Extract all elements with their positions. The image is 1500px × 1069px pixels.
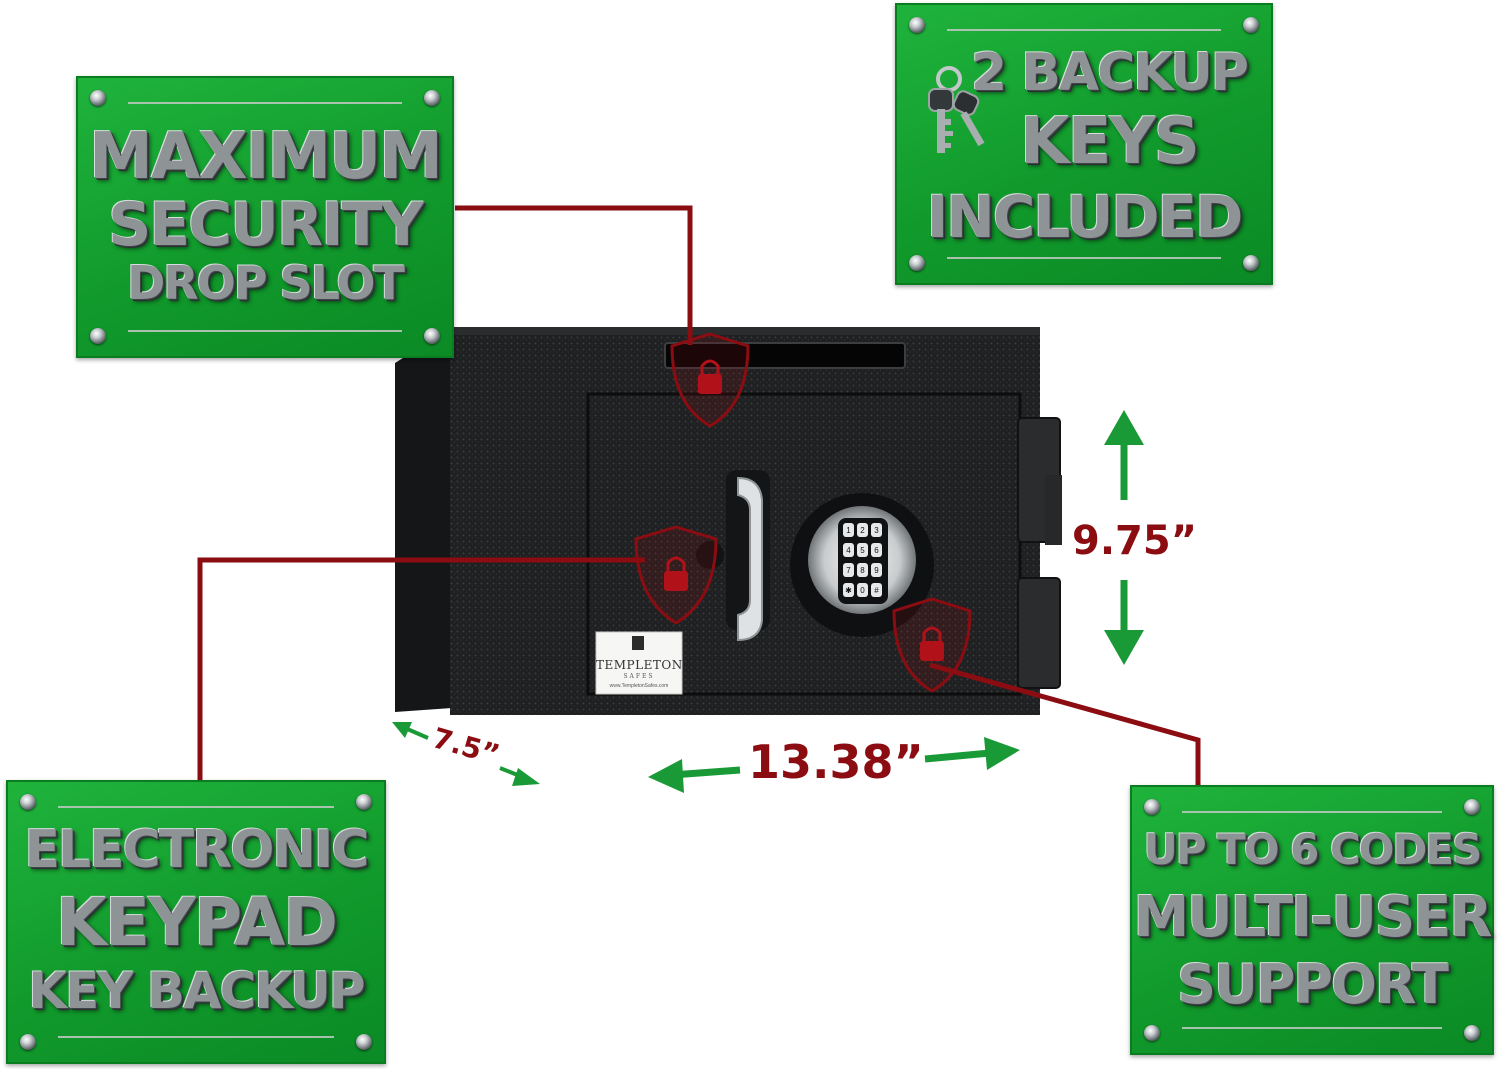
callout-line-keypad [197, 557, 645, 780]
keypad-key-label: 6 [874, 546, 879, 555]
plaque-title: MAXIMUM [89, 120, 443, 194]
shield-lock-icon [892, 597, 972, 693]
keypad-key[interactable] [857, 543, 868, 557]
keypad-key[interactable] [843, 523, 854, 537]
brand-url: www.TempletonSafes.com [609, 683, 669, 689]
width-label: 13.38” [748, 735, 924, 789]
keypad-key[interactable] [843, 543, 854, 557]
plaque-title: ELECTRONIC [24, 820, 369, 880]
width-arrow [648, 737, 1020, 793]
height-label: 9.75” [1072, 518, 1197, 564]
plaque-subtitle: MULTI-USER [1133, 885, 1492, 950]
keypad-key[interactable] [871, 543, 882, 557]
keypad-key[interactable] [843, 583, 854, 597]
keypad-key-label: 0 [860, 586, 865, 595]
depth-arrow [392, 722, 540, 786]
plaque-caption: SUPPORT [1177, 953, 1449, 1016]
height-arrow [1104, 410, 1144, 665]
plaque-caption: INCLUDED [926, 183, 1244, 251]
keypad-key[interactable] [857, 523, 868, 537]
plaque-title: 2 BACKUP [970, 43, 1249, 103]
hinge-bottom [1017, 577, 1061, 689]
keypad-key-label: 5 [860, 546, 865, 555]
callout-line-multi-user [929, 662, 1201, 785]
keypad-key-label: 8 [860, 566, 865, 575]
keypad-key-label: 4 [846, 546, 851, 555]
shield-lock-icon [670, 332, 750, 428]
keypad-key-label: 9 [874, 566, 879, 575]
keypad-key[interactable] [843, 563, 854, 577]
keypad-key-label: # [874, 586, 879, 595]
keypad-key-label: ✱ [845, 586, 852, 595]
safe-side [395, 327, 452, 712]
brand-sub: SAFES [623, 673, 655, 680]
keypad-face [838, 518, 888, 604]
plaque-multi-user: UP TO 6 CODES MULTI-USER SUPPORT [1130, 785, 1494, 1055]
keypad-key-label: 7 [846, 566, 851, 575]
keypad-key[interactable] [871, 523, 882, 537]
keypad-key-label: 2 [860, 526, 865, 535]
keypad-key-label: 3 [874, 526, 879, 535]
plaque-subtitle: KEYS [1020, 105, 1200, 179]
handle [737, 476, 763, 642]
plaque-caption: DROP SLOT [127, 256, 405, 310]
drop-slot [664, 342, 906, 369]
brand-name: TEMPLETON [596, 658, 683, 672]
plaque-subtitle: KEYPAD [55, 884, 338, 961]
plaque-keypad: ELECTRONIC KEYPAD KEY BACKUP [6, 780, 386, 1064]
plaque-drop-slot: MAXIMUM SECURITY DROP SLOT [76, 76, 454, 358]
keypad-key[interactable] [857, 583, 868, 597]
plaque-backup-keys: 2 BACKUP KEYS INCLUDED [895, 3, 1273, 285]
plaque-caption: KEY BACKUP [28, 962, 365, 1020]
keys-icon [928, 66, 985, 153]
keypad-key[interactable] [871, 583, 882, 597]
callout-line-drop-slot [455, 205, 693, 345]
plaque-title: UP TO 6 CODES [1143, 825, 1483, 874]
keypad-key[interactable] [871, 563, 882, 577]
keypad-key[interactable] [857, 563, 868, 577]
plaque-subtitle: SECURITY [108, 190, 424, 260]
shield-lock-icon [634, 525, 718, 625]
keypad-key-label: 1 [846, 526, 851, 535]
